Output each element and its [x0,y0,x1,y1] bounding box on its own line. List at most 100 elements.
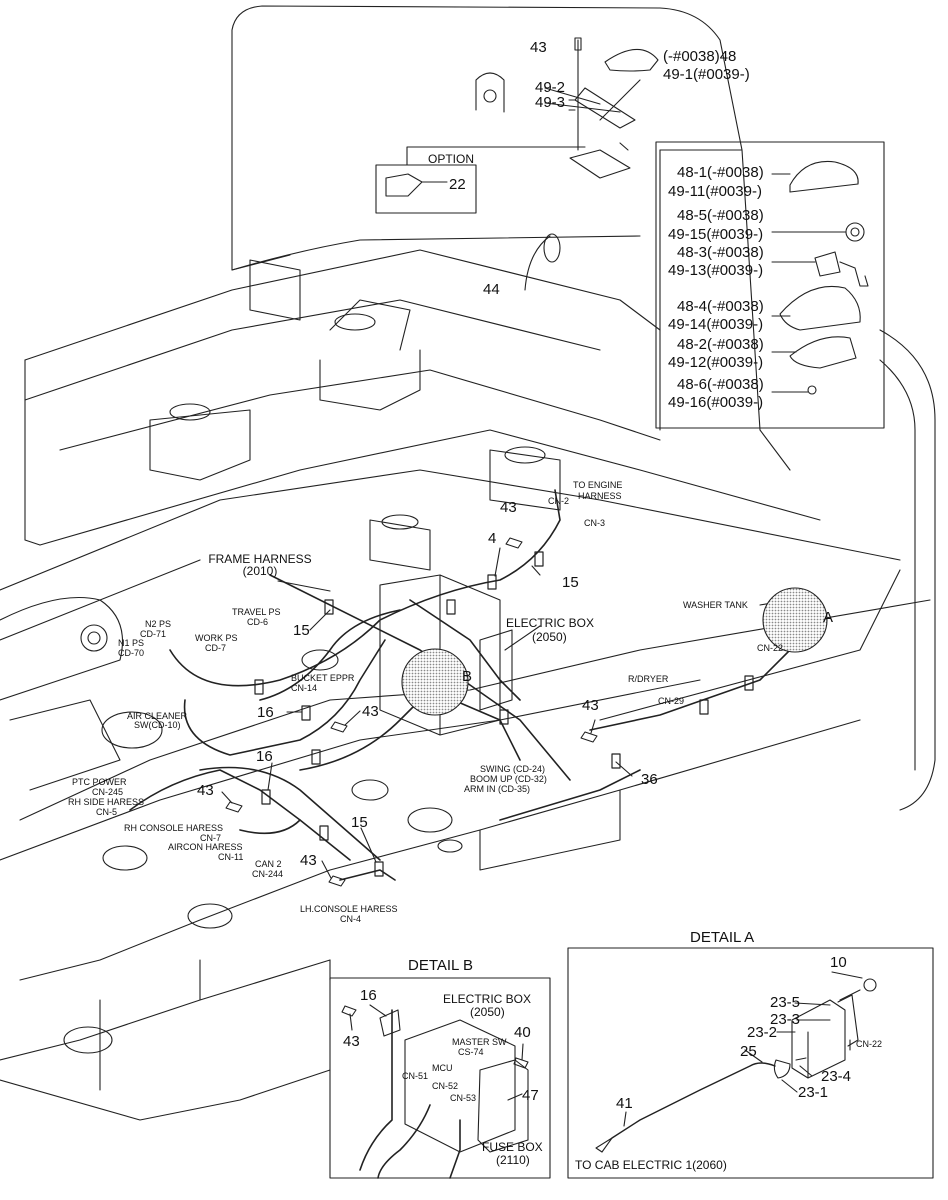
harness-label: HARNESS [578,491,622,501]
detail-b-callout-47: 47 [522,1087,539,1104]
mcu-label: MCU [432,1063,453,1073]
callout-44: 44 [483,281,500,298]
detail-a-marker: A [823,609,834,626]
cn14-label: CN-14 [291,683,318,693]
callout-43-d: 43 [300,852,317,869]
parts-row-2-new: 49-15(#0039-) [668,226,764,243]
parts-row-4-old: 48-4(-#0038) [677,298,764,315]
fuse-box-number: (2110) [496,1153,530,1167]
callout-15-b: 15 [293,622,310,639]
cd71-label: CD-71 [140,629,167,639]
detail-b-electric-box-label: ELECTRIC BOX [443,992,532,1006]
detail-b-callout-43: 43 [343,1033,360,1050]
part-49-1-label: 49-1(#0039-) [663,66,750,83]
detail-b-frame [329,977,551,1179]
ptc-power-label: PTC POWER [72,777,127,787]
floor-plate [19,599,931,821]
fuse-box-label: FUSE BOX [482,1140,543,1154]
can2-label: CAN 2 [255,859,282,869]
parts-row-4-new: 49-14(#0039-) [668,316,764,333]
part-49-3-label: 49-3 [535,94,566,111]
cn5-label: CN-5 [96,807,118,817]
rdryer-label: R/DRYER [628,674,669,684]
detail-a-callout-25: 25 [740,1043,757,1060]
frame-harness-label: FRAME HARNESS [208,552,312,566]
callout-43-e: 43 [582,697,599,714]
callout-16-a: 16 [257,704,274,721]
electric-box-label: ELECTRIC BOX [506,616,595,630]
detail-a-callout-23-5: 23-5 [770,994,801,1011]
parts-row-6-old: 48-6(-#0038) [677,376,764,393]
detail-b-title: DETAIL B [408,957,474,974]
part-49-2-label: 49-2 [535,79,566,96]
frame-harness-number: (2010) [242,564,278,578]
callout-15-c: 15 [351,814,368,831]
electric-box-number: (2050) [532,630,567,644]
parts-row-1-old: 48-1(-#0038) [677,164,764,181]
cd6-label: CD-6 [247,617,269,627]
rh-console-harness-label: RH CONSOLE HARESS [124,823,224,833]
parts-row-3-old: 48-3(-#0038) [677,244,764,261]
parts-row-5-new: 49-12(#0039-) [668,354,764,371]
to-cab-electric-label: TO CAB ELECTRIC 1(2060) [575,1158,727,1172]
cn51-label: CN-51 [402,1071,429,1081]
callout-15-a: 15 [562,574,579,591]
parts-row-1-new: 49-11(#0039-) [668,183,762,200]
parts-row-5-old: 48-2(-#0038) [677,336,764,353]
rh-side-harness-label: RH SIDE HARESS [68,797,145,807]
detail-a-callout-23-3: 23-3 [770,1011,801,1028]
detail-a-circle [762,587,828,653]
detail-b-circle [401,648,469,716]
option-label: OPTION [428,152,475,166]
callout-43-c: 43 [197,782,214,799]
callout-43-b: 43 [362,703,379,720]
air-cleaner-label: AIR CLEANER [127,711,188,721]
parts-row-3-new: 49-13(#0039-) [668,262,764,279]
cn52-label: CN-52 [432,1081,459,1091]
parts-row-2-old: 48-5(-#0038) [677,207,764,224]
cn244-label: CN-244 [252,869,284,879]
cn53-label: CN-53 [450,1093,477,1103]
cn4-label: CN-4 [340,914,362,924]
detail-b-electric-box-number: (2050) [470,1005,505,1019]
detail-b-marker: B [462,668,473,685]
callout-36: 36 [641,771,658,788]
detail-b-callout-16: 16 [360,987,377,1004]
n2ps-label: N2 PS [145,619,172,629]
callout-43-top: 43 [530,39,547,56]
detail-a-frame [567,947,934,1179]
to-engine-label: TO ENGINE [573,480,623,490]
lh-console-harness-label: LH.CONSOLE HARESS [300,904,398,914]
detail-a-callout-41: 41 [616,1095,633,1112]
cn3-label: CN-3 [584,518,606,528]
part-48-label: (-#0038)48 [663,48,737,65]
cn29-label: CN-29 [658,696,685,706]
detail-a-callout-23-4: 23-4 [821,1068,852,1085]
frame-harness [199,574,571,861]
arm-in-label: ARM IN (CD-35) [464,784,531,794]
callout-16-b: 16 [256,748,273,765]
callout-4: 4 [488,530,497,547]
parts-row-6-new: 49-16(#0039-) [668,394,764,411]
work-ps-label: WORK PS [195,633,238,643]
parts-box [655,141,885,429]
washer-tank-label: WASHER TANK [683,600,748,610]
cd7-label: CD-7 [205,643,227,653]
option-box [375,164,477,214]
detail-a-callout-23-1: 23-1 [798,1084,829,1101]
swing-label: SWING (CD-24) [480,764,545,774]
detail-b-callout-40: 40 [514,1024,531,1041]
travel-ps-label: TRAVEL PS [232,607,281,617]
air-cleaner-sw-label: SW(CD-10) [134,720,181,730]
n1ps-label: N1 PS [118,638,145,648]
cs74-label: CS-74 [458,1047,484,1057]
cn22-label: CN-22 [757,643,784,653]
boom-up-label: BOOM UP (CD-32) [470,774,547,784]
upper-frame [24,249,661,361]
detail-a-cn22-label: CN-22 [856,1039,883,1049]
detail-a-callout-10: 10 [830,954,847,971]
bucket-eppr-label: BUCKET EPPR [291,673,355,683]
aircon-harness-label: AIRCON HARESS [168,842,243,852]
